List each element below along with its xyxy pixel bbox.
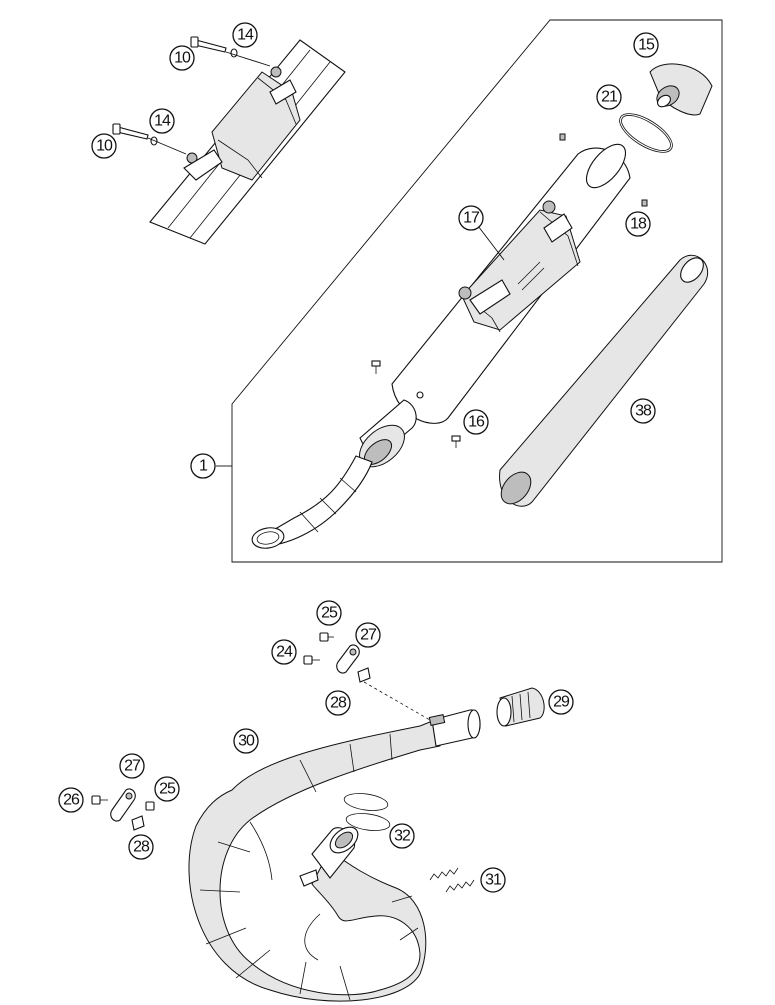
- bolt-24: [303, 655, 320, 665]
- rivet-top: [559, 133, 566, 141]
- screw-16-b: [451, 435, 461, 448]
- callout-32[interactable]: 32: [389, 823, 415, 849]
- callout-14-lower[interactable]: 14: [149, 108, 175, 134]
- callout-label: 24: [276, 644, 293, 661]
- exhaust-outlet-tube: [428, 709, 481, 747]
- callout-10-lower[interactable]: 10: [91, 133, 117, 159]
- silencer-inlet-pipe: [251, 399, 417, 549]
- exhaust-pipe-30: [188, 717, 443, 1002]
- callout-1[interactable]: 1: [190, 453, 216, 479]
- callout-27-upper[interactable]: 27: [355, 622, 381, 648]
- callout-28-lower[interactable]: 28: [128, 834, 154, 860]
- callout-17[interactable]: 17: [458, 205, 484, 231]
- callout-29[interactable]: 29: [548, 689, 574, 715]
- nut-28-upper: [357, 667, 371, 683]
- bracket-27-lower: [110, 788, 136, 822]
- callout-label: 31: [485, 872, 502, 889]
- callout-27-lower[interactable]: 27: [119, 753, 145, 779]
- callout-24[interactable]: 24: [271, 639, 297, 665]
- callout-label: 1: [199, 458, 208, 475]
- callout-label: 29: [553, 694, 570, 711]
- callout-25-lower[interactable]: 25: [154, 776, 180, 802]
- callout-15[interactable]: 15: [633, 32, 659, 58]
- bolt-25-lower: [145, 801, 155, 811]
- callout-label: 28: [133, 839, 150, 856]
- callout-label: 27: [360, 627, 377, 644]
- rivet-18: [641, 199, 648, 207]
- callout-10-upper[interactable]: 10: [169, 45, 195, 71]
- callout-label: 30: [238, 733, 255, 750]
- callout-label: 18: [630, 216, 647, 233]
- callout-31[interactable]: 31: [480, 867, 506, 893]
- exhaust-inlet-flange: [299, 826, 359, 887]
- end-cap-15: [649, 63, 713, 116]
- callout-label: 15: [638, 37, 655, 54]
- callout-21[interactable]: 21: [596, 84, 622, 110]
- callout-label: 27: [124, 758, 141, 775]
- callout-label: 10: [96, 138, 113, 155]
- callout-label: 21: [601, 89, 618, 106]
- washer-14-upper: [230, 48, 238, 58]
- callout-label: 38: [635, 403, 652, 420]
- callout-18[interactable]: 18: [625, 211, 651, 237]
- callout-25-upper[interactable]: 25: [316, 600, 342, 626]
- callout-label: 25: [159, 781, 176, 798]
- callout-label: 32: [394, 828, 411, 845]
- silencer-mount-detail: [149, 39, 346, 245]
- spring-31-b: [445, 879, 475, 893]
- callout-label: 28: [330, 695, 347, 712]
- callout-label: 25: [321, 605, 338, 622]
- callout-label: 10: [174, 50, 191, 67]
- callout-label: 14: [154, 113, 171, 130]
- callout-14-upper[interactable]: 14: [232, 22, 258, 48]
- bolt-25-upper: [319, 632, 334, 642]
- callout-label: 26: [63, 792, 80, 809]
- insulation-38: [499, 254, 709, 507]
- bolt-10-upper: [190, 36, 227, 53]
- callout-30[interactable]: 30: [233, 728, 259, 754]
- callout-38[interactable]: 38: [630, 398, 656, 424]
- callout-label: 14: [237, 27, 254, 44]
- bolt-26: [91, 795, 108, 805]
- silencer-assembly-frame: [231, 19, 723, 563]
- callout-label: 17: [463, 210, 480, 227]
- screw-16-a: [371, 360, 381, 374]
- callout-26[interactable]: 26: [58, 787, 84, 813]
- callout-16[interactable]: 16: [463, 409, 489, 435]
- bracket-27-upper: [336, 644, 360, 674]
- spring-31-a: [429, 867, 459, 881]
- rubber-sleeve-29: [496, 687, 545, 727]
- o-ring-21: [619, 113, 673, 153]
- o-ring-32: [343, 793, 391, 831]
- callout-28-upper[interactable]: 28: [325, 690, 351, 716]
- bolt-10-lower: [112, 123, 149, 140]
- nut-28-lower: [131, 815, 145, 831]
- callout-label: 16: [468, 414, 485, 431]
